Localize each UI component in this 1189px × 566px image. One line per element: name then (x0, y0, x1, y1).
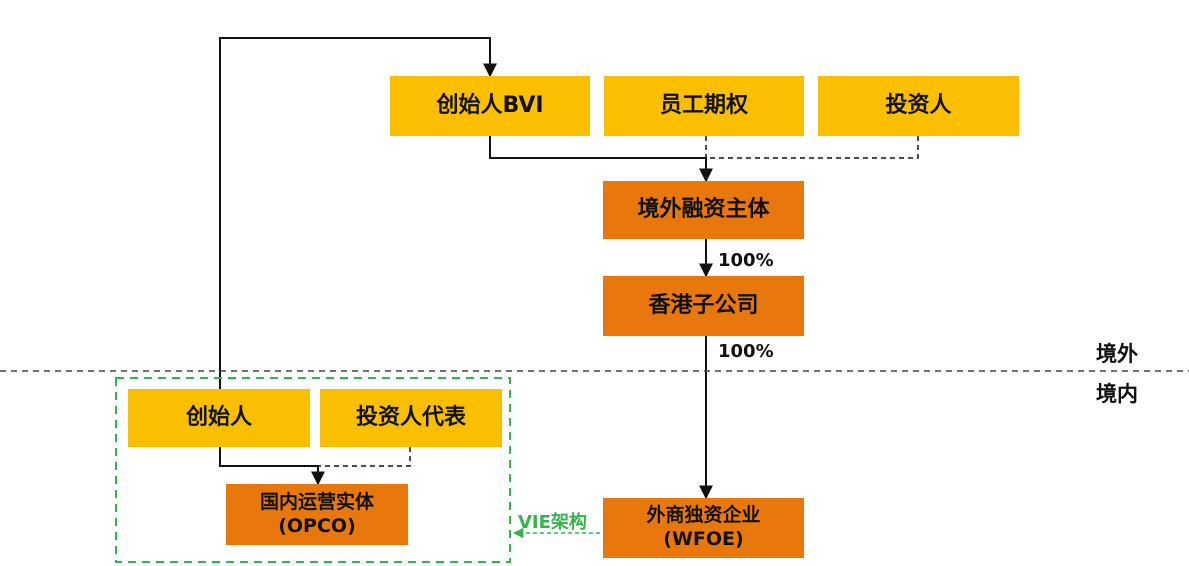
founder-bvi-box: 创始人BVI (390, 76, 590, 136)
investor-box: 投资人 (818, 76, 1019, 136)
investor-rep-to-opco-line (318, 447, 411, 467)
investor-line (706, 136, 919, 159)
investor-representative-box: 投资人代表 (320, 389, 502, 447)
investor-label: 投资人 (885, 93, 952, 119)
offshore-financing-entity-box: 境外融资主体 (603, 181, 804, 239)
opco-box: 国内运营实体 (OPCO) (226, 484, 408, 545)
opco-label-line2: (OPCO) (278, 514, 356, 537)
founder-label: 创始人 (185, 405, 252, 431)
wfoe-box: 外商独资企业 (WFOE) (603, 498, 804, 558)
founder-bvi-label: 创始人BVI (436, 93, 544, 119)
vie-structure-label: VIE架构 (518, 512, 587, 533)
onshore-region-label: 境内 (1096, 382, 1138, 406)
wfoe-label-line1: 外商独资企业 (646, 504, 761, 527)
employee-options-label: 员工期权 (659, 93, 748, 119)
bvi-to-offshore-line (489, 136, 713, 183)
founder-control-line (219, 37, 497, 380)
offshore-financing-entity-label: 境外融资主体 (637, 197, 770, 223)
hk-subsidiary-label: 香港子公司 (648, 293, 759, 319)
founder-box: 创始人 (128, 389, 310, 447)
employee-options-box: 员工期权 (604, 76, 804, 136)
hk-to-wfoe-percentage: 100% (718, 341, 774, 362)
investor-representative-label: 投资人代表 (355, 405, 466, 431)
offshore-to-hk-percentage: 100% (718, 250, 774, 271)
onshore-group-border (115, 377, 511, 563)
hk-subsidiary-box: 香港子公司 (603, 276, 804, 336)
offshore-region-label: 境外 (1096, 342, 1138, 366)
wfoe-label-line2: (WFOE) (663, 528, 744, 550)
opco-label-line1: 国内运营实体 (259, 490, 374, 513)
